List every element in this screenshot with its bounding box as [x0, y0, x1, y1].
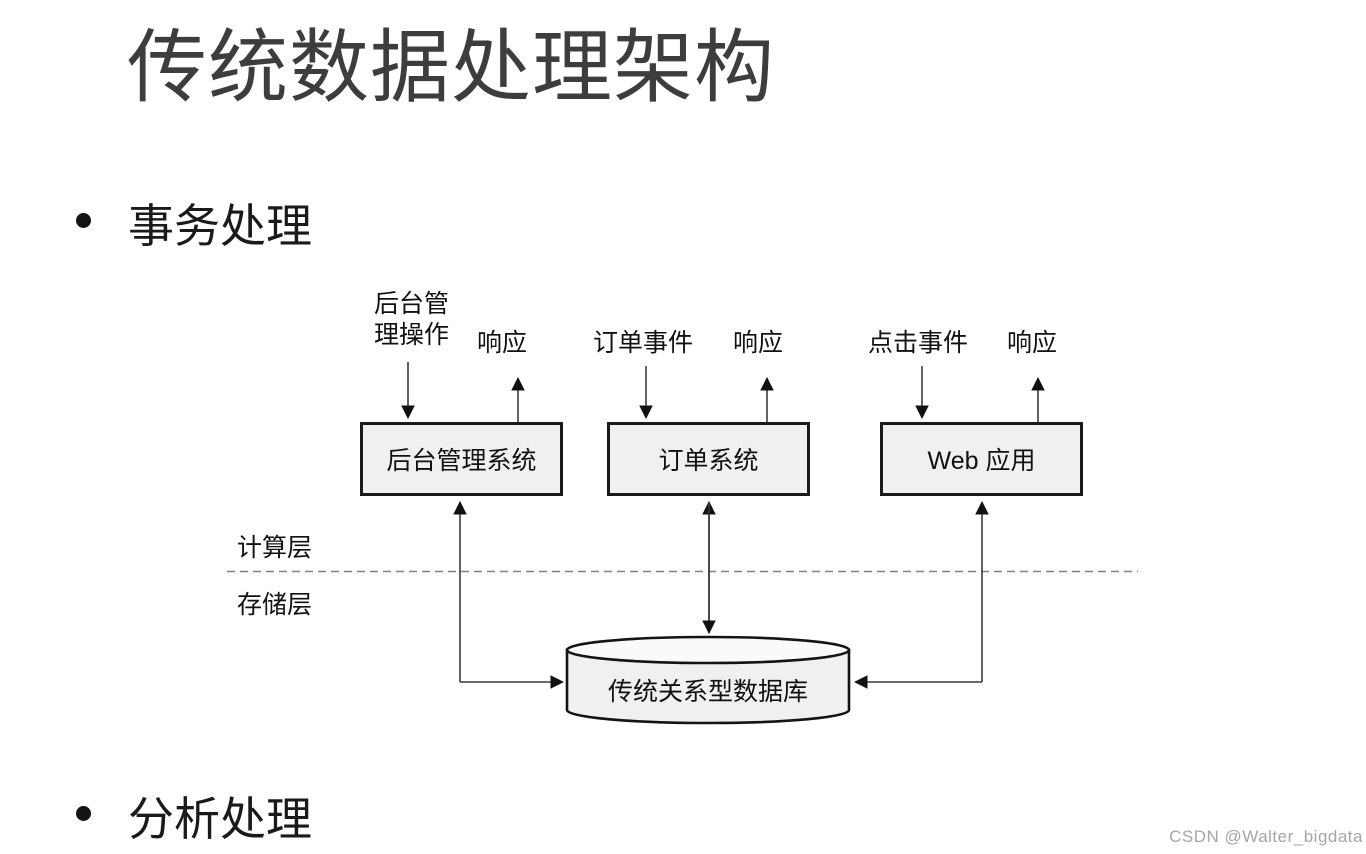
top-arrows [401, 362, 1045, 422]
system-box-web-app: Web 应用 [880, 422, 1083, 496]
backend-response-label: 响应 [477, 329, 528, 357]
web-input-label: 点击事件 [868, 329, 969, 357]
bullet-item-analytical-processing: 分析处理 [128, 793, 312, 845]
order-input-label: 订单事件 [593, 329, 694, 357]
database-label: 传统关系型数据库 [607, 678, 808, 706]
layer-label-storage: 存储层 [237, 591, 313, 619]
slide-title: 传统数据处理架构 [127, 23, 775, 112]
system-box-order: 订单系统 [607, 422, 810, 496]
bullet-item-transaction-processing: 事务处理 [128, 200, 312, 252]
bullet-dot [76, 806, 91, 821]
watermark: CSDN @Walter_bigdata [1169, 827, 1363, 846]
database-cylinder [565, 635, 851, 725]
bullet-dot [76, 213, 91, 228]
backend-input-label: 后台管理操作 [374, 290, 450, 349]
system-box-backend-management: 后台管理系统 [360, 422, 563, 496]
layer-label-compute: 计算层 [237, 534, 313, 562]
web-response-label: 响应 [1007, 329, 1058, 357]
order-response-label: 响应 [733, 329, 784, 357]
db-connectors [453, 500, 989, 689]
